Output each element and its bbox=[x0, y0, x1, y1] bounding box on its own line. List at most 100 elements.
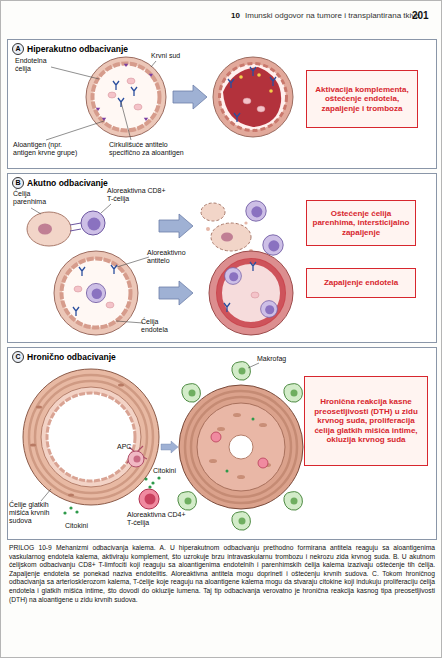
panel-band: CHronično odbacivanjeHronična reakcija k… bbox=[7, 347, 437, 540]
panel-letter: C bbox=[12, 351, 24, 363]
vessel-before bbox=[35, 381, 147, 493]
chronic-illustration bbox=[161, 441, 178, 453]
vessel-endothelitis bbox=[251, 292, 259, 298]
vessel-before bbox=[86, 57, 166, 137]
vessel-before bbox=[29, 375, 153, 499]
vessel-before bbox=[134, 104, 142, 110]
result-box: Oštećenje ćelija parenhima, intersticija… bbox=[306, 200, 416, 246]
cytokine-dots bbox=[63, 511, 66, 514]
acute-illustration bbox=[246, 201, 266, 221]
vessel-occluded bbox=[197, 403, 285, 491]
leader-line bbox=[46, 121, 104, 140]
acute-illustration bbox=[81, 211, 105, 235]
vessel-occluded bbox=[211, 432, 221, 442]
chronic-illustration bbox=[232, 362, 251, 380]
chronic-illustration bbox=[178, 492, 197, 510]
panel-letter: A bbox=[12, 43, 24, 55]
vessel-occluded bbox=[237, 475, 245, 479]
vessel-occluded bbox=[217, 427, 225, 431]
part-label: Endotelna ćelija bbox=[15, 57, 55, 73]
hyperacute-illustration bbox=[173, 85, 207, 109]
leader-line bbox=[151, 61, 156, 67]
vessel-before bbox=[47, 393, 135, 481]
result-text: Oštećenje ćelija parenhima, intersticija… bbox=[311, 209, 411, 238]
vessel-endothelitis bbox=[250, 262, 256, 271]
result-text: Aktivacija komplementa, oštećenje endote… bbox=[311, 85, 413, 114]
acute-illustration bbox=[159, 281, 193, 305]
result-box: Zapaljenje endotela bbox=[306, 268, 416, 298]
acute-illustration bbox=[211, 223, 251, 251]
vessel-before bbox=[108, 92, 116, 98]
panel-band: BAkutno odbacivanjeOštećenje ćelija pare… bbox=[7, 173, 437, 343]
acute-illustration bbox=[201, 203, 225, 221]
vessel-before bbox=[131, 87, 137, 96]
panel-band: AHiperakutno odbacivanjeAktivacija kompl… bbox=[7, 39, 437, 169]
vessel-occluded bbox=[209, 459, 217, 463]
result-box: Hronična reakcija kasne preosetljivosti … bbox=[304, 376, 428, 466]
vessel-thrombosis bbox=[239, 75, 243, 79]
leader-line bbox=[41, 363, 259, 501]
part-label: Cirkulišuće antitelo specifično za aloan… bbox=[109, 141, 189, 157]
vessel-occluded bbox=[185, 391, 297, 503]
leader-line bbox=[51, 67, 99, 79]
hyperacute-illustration bbox=[46, 57, 293, 140]
part-label: APC bbox=[117, 443, 131, 451]
t-cell-symbol bbox=[139, 489, 159, 509]
vessel-occluded bbox=[191, 397, 291, 497]
vessel-before bbox=[41, 387, 141, 487]
apc-cell bbox=[134, 456, 141, 463]
t-cell-symbol bbox=[145, 494, 156, 505]
running-header: Imunski odgovor na tumore i transplantir… bbox=[245, 11, 420, 21]
acute-illustration bbox=[249, 249, 253, 253]
vessel-endothelitis bbox=[219, 261, 283, 325]
part-label: Citokini bbox=[153, 467, 176, 475]
vessel-thrombosis bbox=[228, 79, 234, 88]
result-text: Hronična reakcija kasne preosetljivosti … bbox=[309, 397, 423, 445]
result-text: Zapaljenje endotela bbox=[324, 278, 398, 288]
vessel-endothelitis bbox=[209, 251, 293, 335]
cytokine-dots bbox=[63, 476, 160, 514]
apc-cell bbox=[128, 451, 144, 467]
vessel-occluded bbox=[258, 458, 268, 468]
vessel-before bbox=[118, 383, 124, 386]
chronic-illustration bbox=[232, 512, 251, 530]
vessel-before bbox=[62, 259, 130, 327]
vessel-occluded bbox=[233, 413, 241, 417]
panel-letter: B bbox=[12, 177, 24, 189]
leader-line bbox=[101, 204, 111, 213]
chronic-illustration bbox=[284, 492, 303, 510]
page-number: 201 bbox=[412, 10, 429, 22]
vessel-occluded bbox=[229, 435, 253, 459]
vessel-before bbox=[73, 307, 79, 316]
vessel-before bbox=[144, 118, 148, 121]
vessel-before bbox=[93, 64, 159, 130]
vessel-before bbox=[86, 283, 105, 302]
part-label: Ćelije glatkih mišića krvnih sudova bbox=[9, 501, 59, 526]
cytokine-dots bbox=[151, 481, 154, 484]
vessel-endothelitis bbox=[209, 251, 293, 335]
vessel-before bbox=[124, 64, 128, 67]
vessel-occluded bbox=[179, 385, 303, 509]
vessel-thrombosis bbox=[223, 67, 281, 127]
vessel-before bbox=[106, 302, 114, 308]
vessel-endothelitis bbox=[217, 259, 285, 327]
chapter-number: 10 bbox=[231, 11, 240, 21]
vessel-endothelitis bbox=[224, 303, 230, 312]
chronic-illustration bbox=[23, 362, 303, 530]
vessel-thrombosis bbox=[269, 89, 273, 93]
vessel-before bbox=[111, 265, 117, 274]
vessel-thrombosis bbox=[257, 73, 261, 77]
vessel-before bbox=[54, 251, 138, 335]
vessel-before bbox=[149, 74, 153, 77]
vessel-before bbox=[118, 98, 124, 107]
vessel-thrombosis bbox=[270, 77, 276, 86]
vessel-before bbox=[62, 259, 131, 328]
part-label: Makrofag bbox=[257, 355, 286, 363]
vessel-thrombosis bbox=[243, 98, 251, 104]
acute-illustration bbox=[27, 212, 71, 246]
part-label: Aloantigen (npr. antigen krvne grupe) bbox=[13, 141, 81, 157]
acute-illustration bbox=[263, 235, 283, 255]
figure-caption: PRILOG 10-9 Mehanizmi odbacivanja kalema… bbox=[9, 544, 435, 604]
vessel-thrombosis bbox=[213, 57, 293, 137]
vessel-occluded bbox=[252, 418, 255, 421]
